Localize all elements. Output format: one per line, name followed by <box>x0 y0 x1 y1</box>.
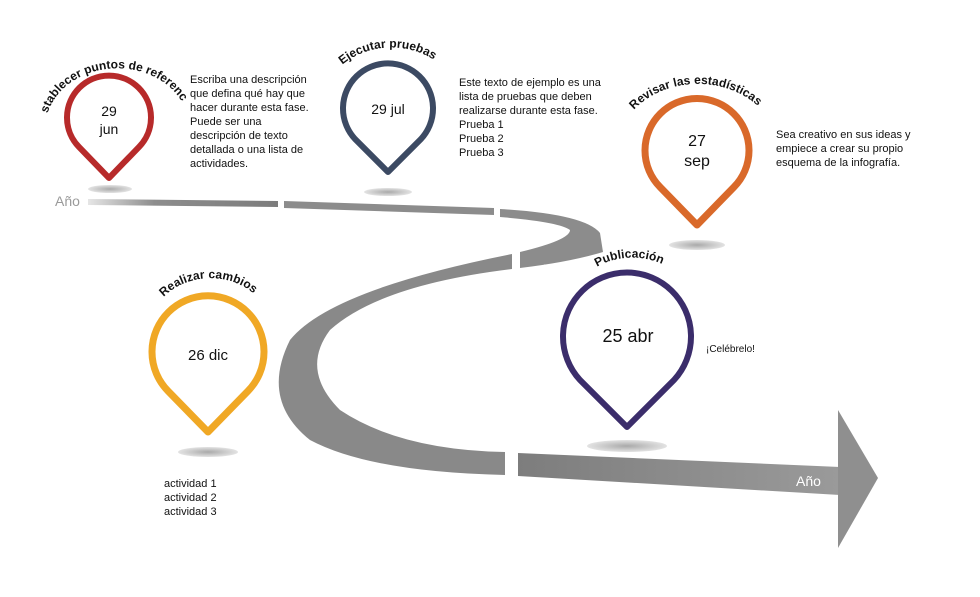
pin-1-date-line1: 29 <box>101 103 117 119</box>
milestone-pin-5: 25 abr Publicación <box>560 247 694 430</box>
pin-1-date-line2: jun <box>99 121 119 137</box>
timeline-road-segment-2 <box>284 201 494 215</box>
pin-2-shape <box>340 60 436 175</box>
milestone-4-description: actividad 1 actividad 2 actividad 3 <box>164 478 217 518</box>
pin-1-shape <box>64 72 154 181</box>
timeline-road-arrow-body <box>518 453 840 495</box>
pin-2-date-line1: 29 jul <box>371 101 404 117</box>
pin-5-shape <box>560 269 694 430</box>
milestone-1-description: Escriba una descripción que defina qué h… <box>190 74 309 170</box>
year-label-end: Año <box>796 473 821 489</box>
pin-3-date-line2: sep <box>684 153 710 170</box>
year-label-start: Año <box>55 193 80 209</box>
timeline-road-curve-top <box>500 209 603 268</box>
pin-shadow-1 <box>88 185 132 193</box>
milestone-pin-1: 29 jun Establecer puntos de referencia <box>0 0 191 181</box>
timeline-road-segment-1 <box>88 199 278 207</box>
pin-5-date-line1: 25 abr <box>602 326 653 346</box>
pin-3-shape <box>641 95 753 229</box>
milestone-5-description: ¡Celébrelo! <box>706 344 755 355</box>
pin-shadow-5 <box>587 440 667 452</box>
milestone-pin-4: 26 dic Realizar cambios <box>148 267 268 436</box>
timeline-road-curve-bottom <box>278 254 512 475</box>
year-label-middle: Año <box>541 262 563 276</box>
milestone-3-description: Sea creativo en sus ideas y empiece a cr… <box>776 129 911 169</box>
pin-3-date-line1: 27 <box>688 133 706 150</box>
pin-4-date-line1: 26 dic <box>188 347 229 364</box>
milestone-pin-3: 27 sep Revisar las estadísticas <box>626 73 765 229</box>
pin-5-title-path: Publicación <box>592 247 666 270</box>
timeline-road-arrowhead <box>838 410 878 548</box>
milestone-2-description: Este texto de ejemplo es una lista de pr… <box>459 77 601 159</box>
pin-shadow-2 <box>364 188 412 196</box>
pin-shadow-3 <box>669 240 725 250</box>
pin-5-title: Publicación <box>592 247 666 270</box>
pin-shadow-4 <box>178 447 238 457</box>
milestone-pin-2: 29 jul Ejecutar pruebas <box>336 36 440 175</box>
pin-4-shape <box>148 292 268 436</box>
